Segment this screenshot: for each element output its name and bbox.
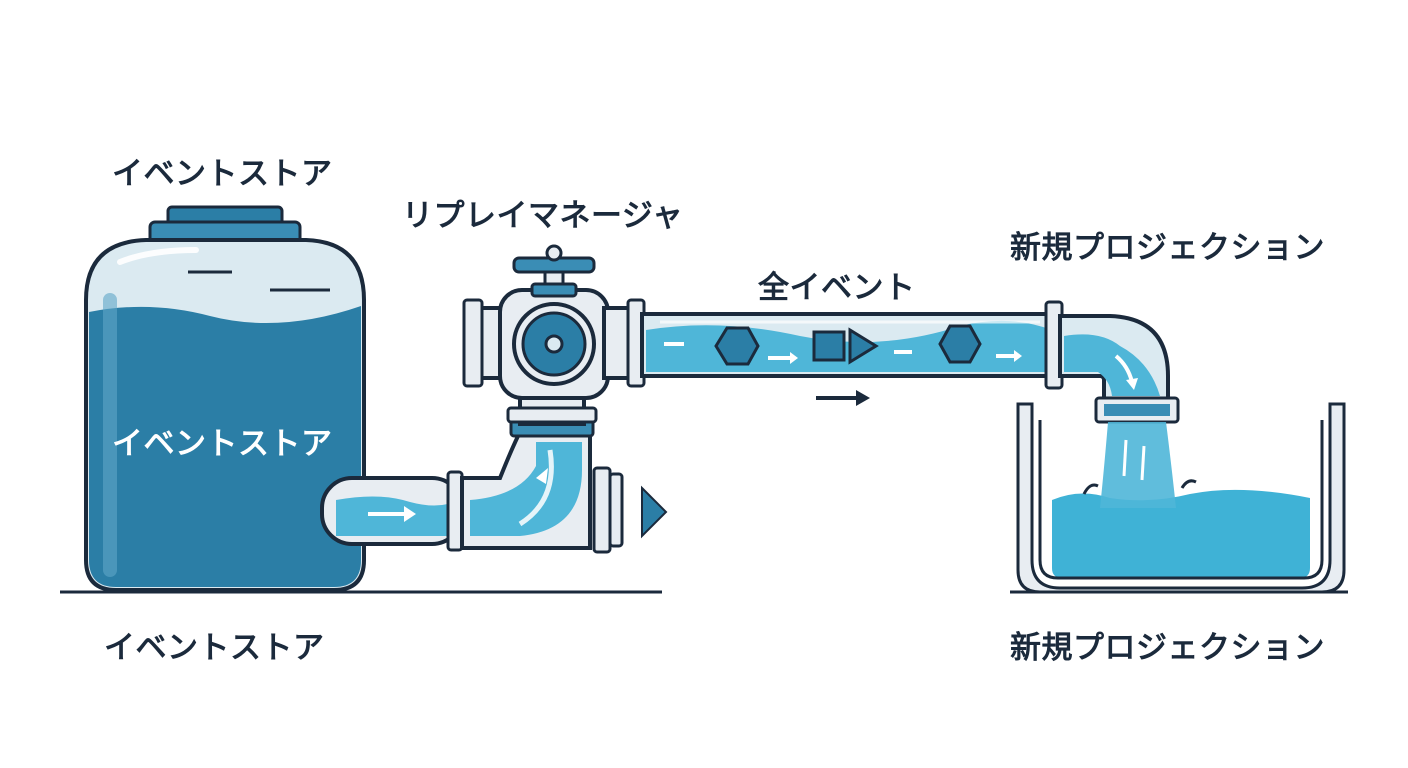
riser-flange [506,406,598,424]
event-store-label-inside: イベントストア [112,426,333,462]
side-outlet-arrow [641,485,668,539]
tank-water [89,306,361,587]
all-events-pipe [640,300,1064,406]
down-elbow-collar [1104,404,1170,416]
elbow-flange-right-2 [608,472,624,548]
down-elbow-arrow-head [1126,378,1138,390]
outside-arrow-head [856,390,870,406]
valve-handle-knob [545,244,563,262]
elbow-water [470,442,582,536]
projection-basin [1016,402,1346,594]
outlet-arrow-head [404,506,416,522]
event-triangle [848,327,879,365]
event-hexagon-2 [938,324,982,364]
stream-line-2 [1140,445,1146,481]
event-store-tank [84,205,366,592]
replay-manager-valve [462,244,646,400]
valve-dial-center [544,334,564,354]
down-elbow [1058,314,1180,424]
elbow-flange-right [592,466,612,554]
stream-line-1 [1122,439,1128,477]
tank-gleam [117,247,199,265]
splash-right [1180,479,1197,489]
valve-left-flange [462,298,484,388]
splash-left [1082,483,1099,495]
outlet-pipe [320,470,464,552]
valve-bonnet [530,282,578,298]
elbow-arrow [536,468,548,484]
new-projection-label-bottom: 新規プロジェクション [1010,630,1325,666]
new-projection-label-top: 新規プロジェクション [1010,230,1325,266]
flow-arrow-b-head [1014,350,1022,362]
elbow-pipe [460,418,668,554]
basin-outline [1016,402,1346,594]
flow-arrow-a-head [790,352,798,364]
event-square [812,330,846,362]
outlet-flange [446,470,464,552]
all-events-label: 全イベント [758,270,916,306]
basin-water [1052,489,1310,578]
event-store-label-top: イベントストア [112,156,333,192]
event-store-label-bottom: イベントストア [104,630,325,666]
event-hexagon-1 [714,326,760,366]
elbow-shine [518,449,554,527]
outlet-pipe-water [336,496,458,536]
replay-manager-label: リプレイマネージャ [402,198,684,234]
water-stream [1100,422,1176,508]
basin-inner [1038,420,1324,580]
